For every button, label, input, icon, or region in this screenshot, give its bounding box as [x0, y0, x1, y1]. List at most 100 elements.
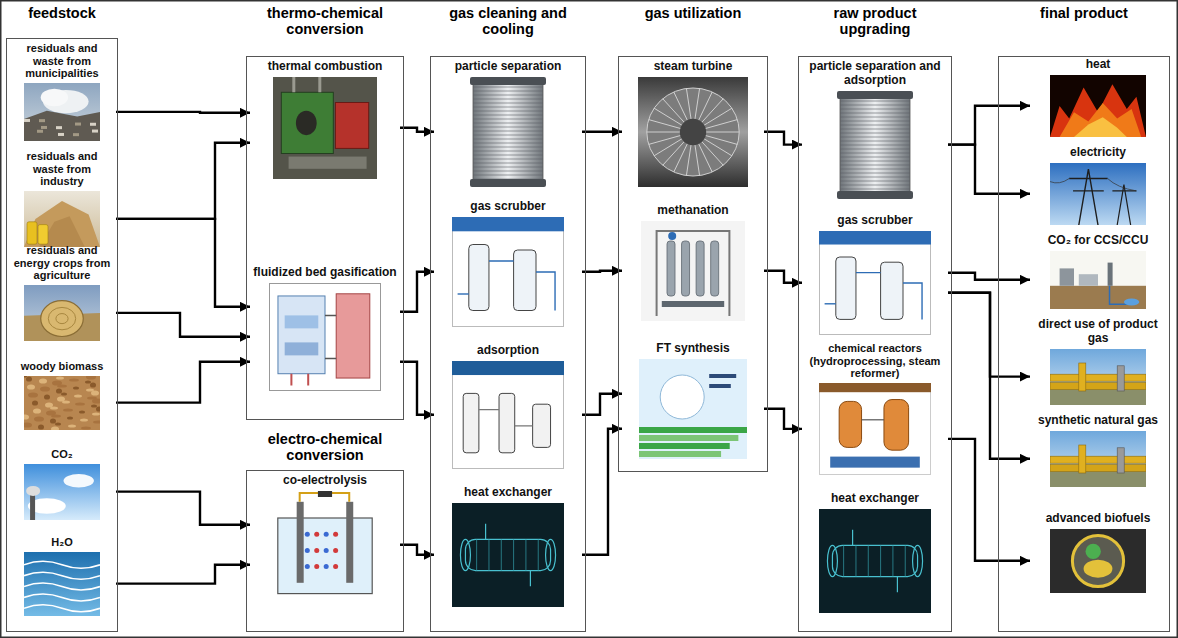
box-label: adsorption — [436, 344, 580, 358]
box-label: residuals and waste from industry — [10, 150, 114, 188]
process-column: gas cleaning and cooling particle separat… — [430, 2, 586, 632]
process-box: particle separation and adsorption — [802, 60, 948, 199]
process-illustration — [24, 83, 100, 141]
process-box: gas scrubber — [434, 200, 582, 327]
box-label: H₂O — [10, 536, 114, 549]
flow-arrow — [116, 313, 250, 337]
flow-arrow — [764, 409, 802, 429]
box-label: direct use of product gas — [1032, 318, 1164, 346]
process-column: gas utilization steam turbine methanationF… — [618, 2, 768, 472]
flow-arrow — [948, 439, 1030, 561]
process-illustration — [819, 383, 931, 475]
process-column: final product heat electricityCO₂ for CCS/… — [998, 2, 1170, 632]
process-box: CO₂ — [8, 448, 116, 520]
box-label: fluidized bed gasification — [252, 266, 398, 280]
process-illustration — [24, 376, 100, 430]
process-illustration — [1050, 529, 1146, 593]
process-box: CO₂ for CCS/CCU — [1030, 234, 1166, 309]
box-label: chemical reactors (hydroprocessing, stea… — [804, 342, 946, 380]
process-box: particle separation — [434, 60, 582, 187]
process-box: thermal combustion — [250, 60, 400, 179]
process-box: advanced biofuels — [1030, 512, 1166, 593]
process-box: methanation — [622, 204, 764, 321]
process-column: thermo-chemical conversion thermal combus… — [246, 2, 404, 420]
process-box: synthetic natural gas — [1030, 414, 1166, 487]
process-box: H₂O — [8, 536, 116, 616]
flow-arrow — [116, 362, 250, 403]
flow-arrow — [116, 219, 250, 307]
process-box: co-electrolysis — [250, 474, 400, 599]
flow-arrow — [582, 394, 622, 415]
flow-arrow — [582, 131, 622, 133]
process-illustration — [24, 464, 100, 520]
process-box: residuals and waste from industry — [8, 150, 116, 247]
process-illustration — [452, 217, 564, 327]
process-illustration — [452, 361, 564, 469]
process-box: electricity — [1030, 146, 1166, 225]
process-illustration — [458, 77, 558, 187]
column-heading: raw product upgrading — [798, 2, 952, 37]
box-label: heat exchanger — [436, 486, 580, 500]
box-label: FT synthesis — [624, 342, 762, 356]
box-label: woody biomass — [10, 360, 114, 373]
process-box: heat exchanger — [434, 486, 582, 607]
process-illustration — [1050, 431, 1146, 487]
process-illustration — [24, 285, 100, 341]
column-heading: gas cleaning and cooling — [430, 2, 586, 37]
flow-arrow — [948, 273, 1030, 280]
column-heading: thermo-chemical conversion — [246, 2, 404, 37]
flow-arrow — [582, 271, 622, 272]
process-box: woody biomass — [8, 360, 116, 430]
process-illustration — [1050, 75, 1146, 137]
box-label: gas scrubber — [804, 214, 946, 228]
process-box: fluidized bed gasification — [250, 266, 400, 391]
box-label: heat — [1032, 58, 1164, 72]
process-box: residuals and waste from municipalities — [8, 42, 116, 141]
flow-arrow — [948, 106, 1030, 145]
column-heading: gas utilization — [618, 2, 768, 21]
process-illustration — [266, 491, 384, 599]
box-label: steam turbine — [624, 60, 762, 74]
process-illustration — [641, 221, 745, 321]
process-box: heat exchanger — [802, 492, 948, 613]
column-heading: final product — [998, 2, 1170, 21]
flow-arrow — [116, 143, 250, 219]
process-box: direct use of product gas — [1030, 318, 1166, 405]
flow-arrow — [400, 362, 434, 415]
flow-arrow — [764, 132, 802, 145]
process-illustration — [639, 359, 747, 459]
box-label: gas scrubber — [436, 200, 580, 214]
process-illustration — [269, 283, 381, 391]
flow-arrow — [116, 111, 250, 114]
process-illustration — [452, 503, 564, 607]
process-illustration — [24, 191, 100, 247]
process-box: steam turbine — [622, 60, 764, 187]
process-column: feedstockresiduals and waste from munici… — [6, 2, 118, 632]
process-illustration — [819, 509, 931, 613]
box-label: residuals and energy crops from agricult… — [10, 244, 114, 282]
box-label: particle separation and adsorption — [804, 60, 946, 88]
box-label: synthetic natural gas — [1032, 414, 1164, 428]
process-column: electro-chemical conversionco-electrolys… — [246, 428, 404, 632]
flow-arrow — [116, 565, 250, 584]
box-label: residuals and waste from municipalities — [10, 42, 114, 80]
flow-arrow — [582, 429, 622, 555]
box-label: CO₂ — [10, 448, 114, 461]
process-illustration — [638, 77, 748, 187]
box-label: CO₂ for CCS/CCU — [1032, 234, 1164, 248]
flow-arrow — [116, 492, 250, 525]
flow-arrow — [400, 128, 434, 132]
flow-arrow — [948, 293, 1030, 459]
process-box: gas scrubber — [802, 214, 948, 335]
process-illustration — [825, 91, 925, 199]
box-label: co-electrolysis — [252, 474, 398, 488]
box-label: thermal combustion — [252, 60, 398, 74]
process-illustration — [1050, 163, 1146, 225]
process-column: raw product upgrading particle separation… — [798, 2, 952, 632]
process-box: FT synthesis — [622, 342, 764, 459]
box-label: heat exchanger — [804, 492, 946, 506]
